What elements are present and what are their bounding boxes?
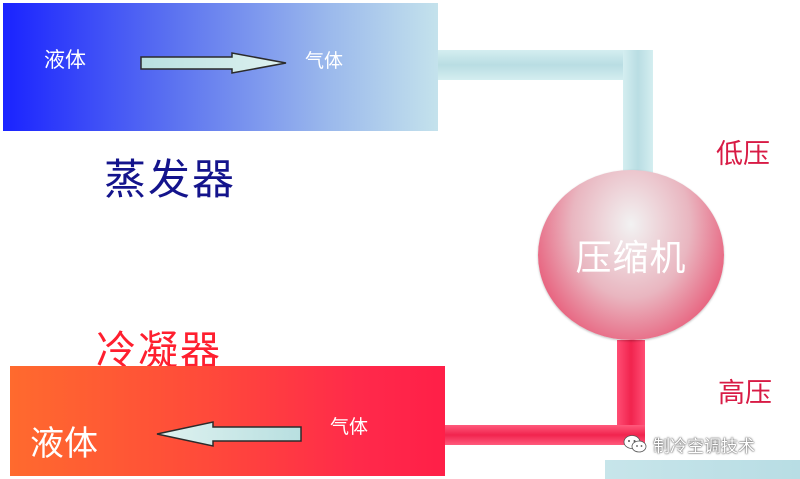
watermark: 制冷空调技术 [623,431,755,457]
compressor-label: 压缩机 [575,238,687,279]
condenser-gas-label: 气体 [330,416,369,438]
arrow-right-icon [140,52,287,74]
high-pressure-pipe-horizontal [445,425,645,445]
condenser-box [10,366,445,476]
condenser-liquid-label: 液体 [30,424,98,464]
low-pressure-pipe-horizontal [437,50,647,80]
low-pressure-label: 低压 [716,139,770,170]
arrow-left-icon [156,421,302,447]
watermark-text: 制冷空调技术 [653,436,755,457]
evaporator-liquid-label: 液体 [44,48,86,72]
high-pressure-label: 高压 [718,378,772,409]
compressor: 压缩机 [538,170,724,340]
bottom-strip [605,460,800,479]
evaporator-title: 蒸发器 [104,155,237,204]
wechat-icon [623,435,647,453]
low-pressure-pipe-vertical [623,50,653,190]
evaporator-gas-label: 气体 [305,50,344,72]
